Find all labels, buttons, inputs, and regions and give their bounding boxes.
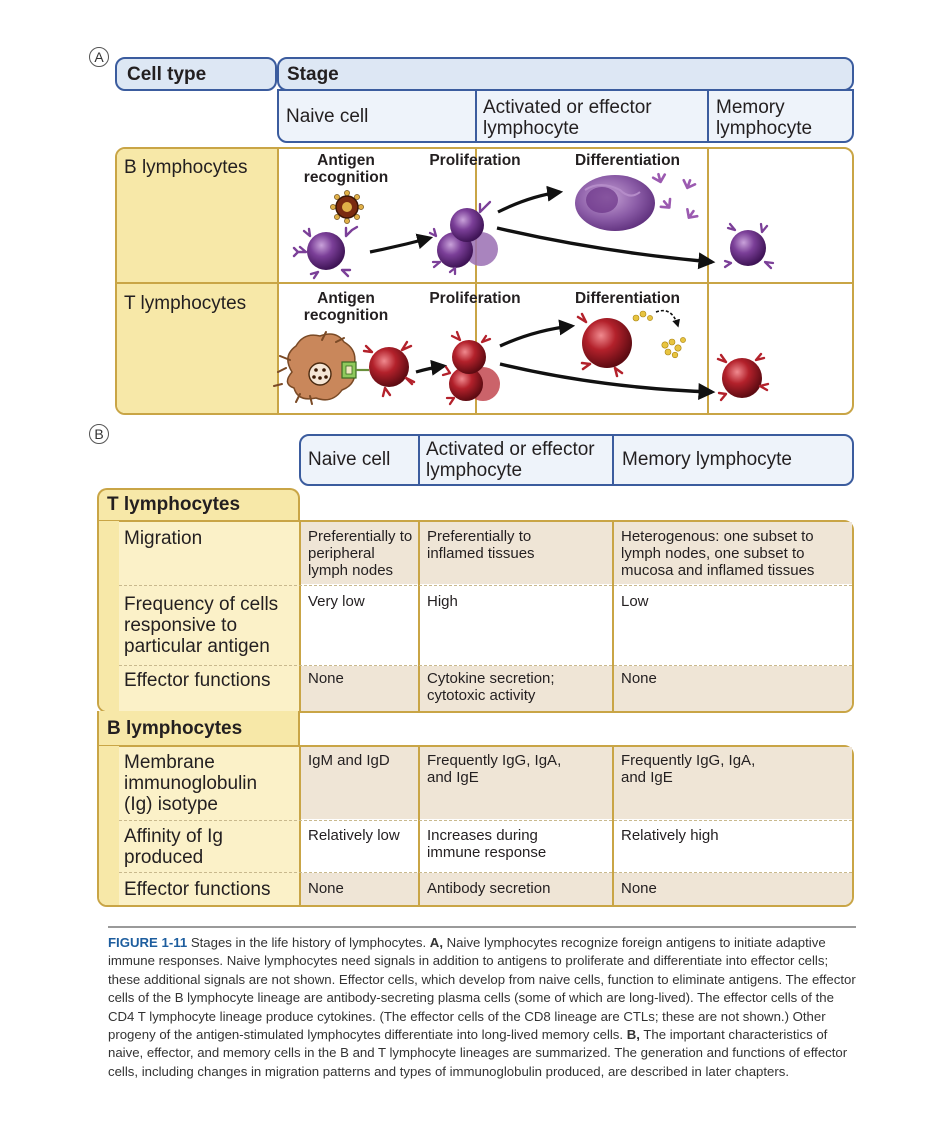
t-stage-antigen-recognition: Antigen recognition (303, 290, 389, 324)
panel-a-letter: A (89, 47, 109, 67)
b-row-effector-functions-label: Effector functions (124, 879, 271, 900)
col-a-effector: Activated or effector lymphocyte (483, 97, 652, 139)
t-migration-naive: Preferentially to peripheral lymph nodes (308, 528, 413, 579)
proliferating-b-cells-icon (428, 200, 498, 276)
b-antigen-icon (330, 190, 364, 224)
panel-b-columns-header (299, 434, 854, 486)
col-b-memory: Memory lymphocyte (622, 449, 792, 470)
b-lymphocytes-header-tab (97, 711, 300, 747)
t-lymphocytes-header-tab (97, 488, 300, 522)
b-effector-memory: None (621, 880, 657, 897)
naive-b-cell-icon (292, 225, 359, 280)
t-stage-proliferation: Proliferation (429, 290, 521, 307)
t-frequency-memory: Low (621, 593, 649, 610)
panel-a-illustrations (273, 172, 775, 406)
stage-header-text: Stage (287, 64, 339, 85)
plasma-cell-icon (575, 175, 655, 231)
t-migration-effector: Preferentially to inflamed tissues (427, 528, 535, 562)
b-isotype-memory: Frequently IgG, IgA, and IgE (621, 752, 756, 786)
b-stage-antigen-recognition: Antigen recognition (303, 152, 389, 186)
b-row-affinity-label: Affinity of Ig produced (124, 826, 223, 868)
panel-b-letter: B (89, 424, 109, 444)
col-b-effector: Activated or effector lymphocyte (426, 439, 595, 481)
row-label-column (117, 149, 277, 413)
b-effector-effector: Antibody secretion (427, 880, 551, 897)
cytokine-icons (632, 309, 686, 359)
t-lymphocytes-header: T lymphocytes (107, 494, 241, 515)
b-affinity-effector: Increases during immune response (427, 827, 547, 861)
row-b-lymphocytes: B lymphocytes (124, 157, 248, 178)
b-stage-proliferation: Proliferation (429, 152, 521, 169)
b-affinity-naive: Relatively low (308, 827, 400, 844)
caption-a-text: Naive lymphocytes recognize foreign anti… (108, 935, 856, 1043)
t-effector-memory: None (621, 670, 657, 687)
caption-lead: Stages in the life history of lymphocyte… (190, 935, 427, 950)
effector-t-cell-icon (576, 312, 632, 378)
caption-rule (108, 926, 856, 928)
caption-a-label: A, (429, 935, 443, 950)
b-effector-naive: None (308, 880, 344, 897)
b-isotype-naive: IgM and IgD (308, 752, 390, 769)
t-effector-effector: Cytokine secretion; cytotoxic activity (427, 670, 555, 704)
b-row-isotype-label: Membrane immunoglobulin (Ig) isotype (124, 752, 258, 815)
col-b-naive: Naive cell (308, 449, 391, 470)
stage-columns-header (277, 89, 854, 143)
figure-caption: FIGURE 1-11 Stages in the life history o… (108, 934, 856, 1081)
memory-b-cell-icon (723, 222, 775, 270)
t-frequency-naive: Very low (308, 593, 365, 610)
row-t-lymphocytes: T lymphocytes (124, 293, 247, 314)
b-stage-differentiation: Differentiation (574, 152, 681, 169)
caption-b-text: The important characteristics of naive, … (108, 1027, 848, 1079)
t-frequency-effector: High (427, 593, 458, 610)
figure-label: FIGURE 1-11 (108, 935, 188, 950)
cell-type-header: Cell type (115, 57, 277, 91)
antigen-presenting-cell-icon (273, 331, 357, 405)
b-isotype-effector: Frequently IgG, IgA, and IgE (427, 752, 562, 786)
naive-t-cell-icon (356, 340, 416, 398)
col-a-naive: Naive cell (286, 106, 369, 127)
proliferating-t-cells-icon (441, 330, 500, 406)
col-a-memory: Memory lymphocyte (716, 97, 813, 139)
t-row-effector-functions-label: Effector functions (124, 670, 271, 691)
antibody-icons (651, 172, 699, 219)
t-row-frequency-label: Frequency of cells responsive to particu… (124, 594, 279, 657)
b-lymphocytes-header: B lymphocytes (107, 718, 243, 739)
t-migration-memory: Heterogenous: one subset to lymph nodes,… (621, 528, 815, 579)
b-affinity-memory: Relatively high (621, 827, 719, 844)
caption-b-label: B, (626, 1027, 640, 1043)
t-row-migration-label: Migration (124, 528, 203, 549)
cell-type-header-text: Cell type (127, 64, 207, 85)
memory-t-cell-icon (716, 352, 770, 402)
t-stage-differentiation: Differentiation (574, 290, 681, 307)
t-effector-naive: None (308, 670, 344, 687)
